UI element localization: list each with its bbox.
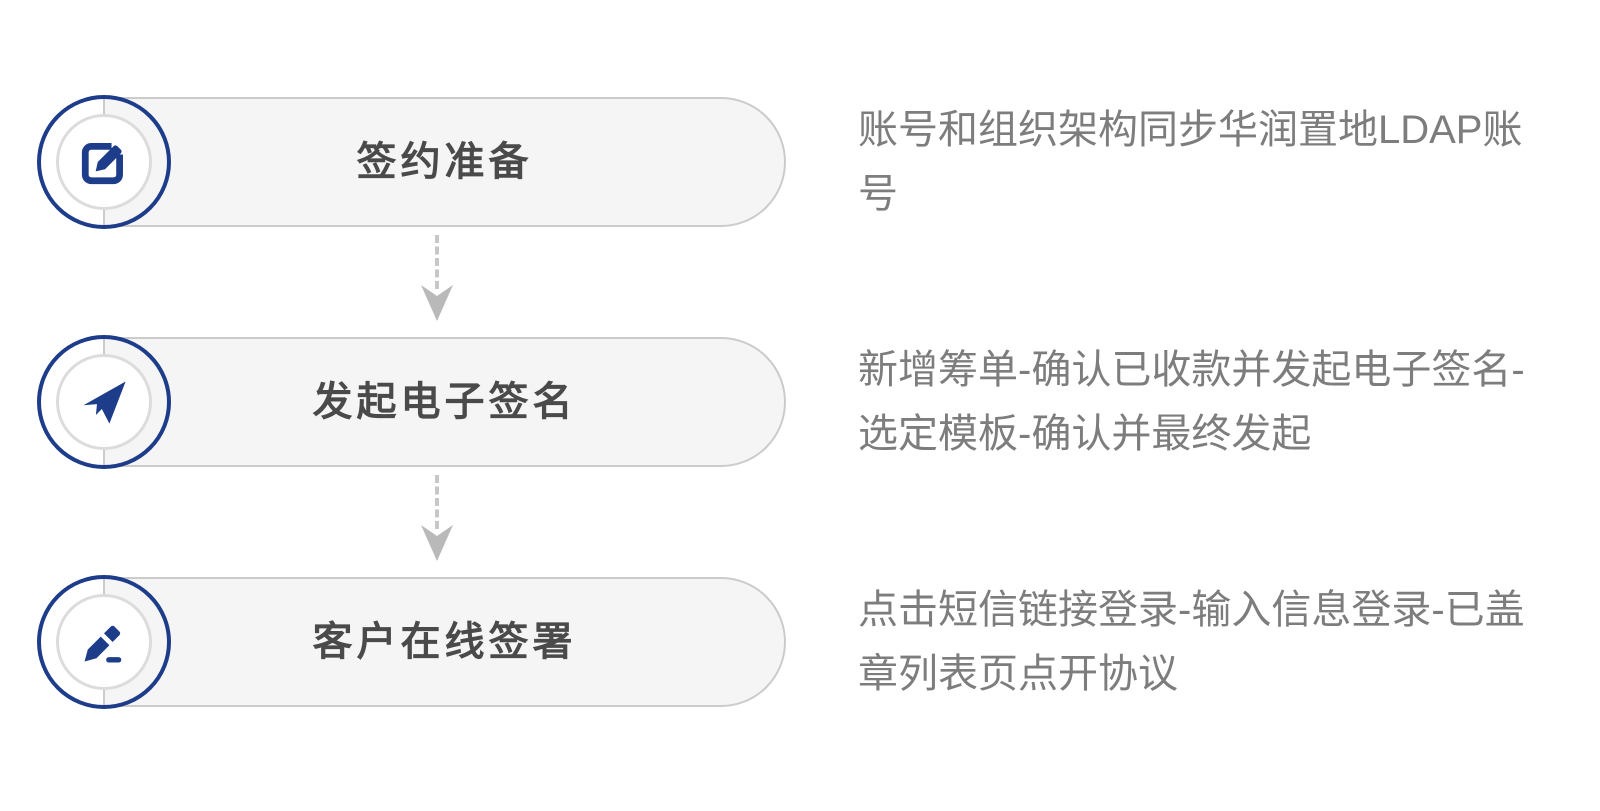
step-title: 签约准备 [356,140,533,184]
pen-signature-icon [84,625,122,663]
step-pill [103,97,786,227]
arrow-dash-line [435,475,439,529]
step-icon-badge [37,335,171,469]
step-title: 发起电子签名 [312,380,577,424]
badge-inner-ring [56,594,152,690]
step-icon-badge [37,575,171,709]
step-pill [103,577,786,707]
paper-plane-icon [83,381,126,424]
step-description: 账号和组织架构同步华润置地LDAP账号 [858,108,1523,216]
arrow-head-icon [421,525,453,561]
step-description: 新增筹单-确认已收款并发起电子签名-选定模板-确认并最终发起 [858,348,1525,456]
step-description: 点击短信链接登录-输入信息登录-已盖章列表页点开协议 [858,588,1525,696]
flow-step-row: 发起电子签名 新增筹单-确认已收款并发起电子签名-选定模板-确认并最终发起 [0,335,1600,469]
flow-step-row: 签约准备 账号和组织架构同步华润置地LDAP账号 [0,95,1600,229]
badge-inner-ring [56,114,152,210]
step-pill [103,337,786,467]
edit-square-icon [81,143,123,185]
arrow-head-icon [421,285,453,321]
badge-inner-ring [56,354,152,450]
arrow-dash-line [435,235,439,289]
dashed-arrow-down [415,475,459,575]
dashed-arrow-down [415,235,459,335]
step-icon-badge [37,95,171,229]
step-title: 客户在线签署 [312,620,577,664]
flow-step-row: 客户在线签署 点击短信链接登录-输入信息登录-已盖章列表页点开协议 [0,575,1600,709]
